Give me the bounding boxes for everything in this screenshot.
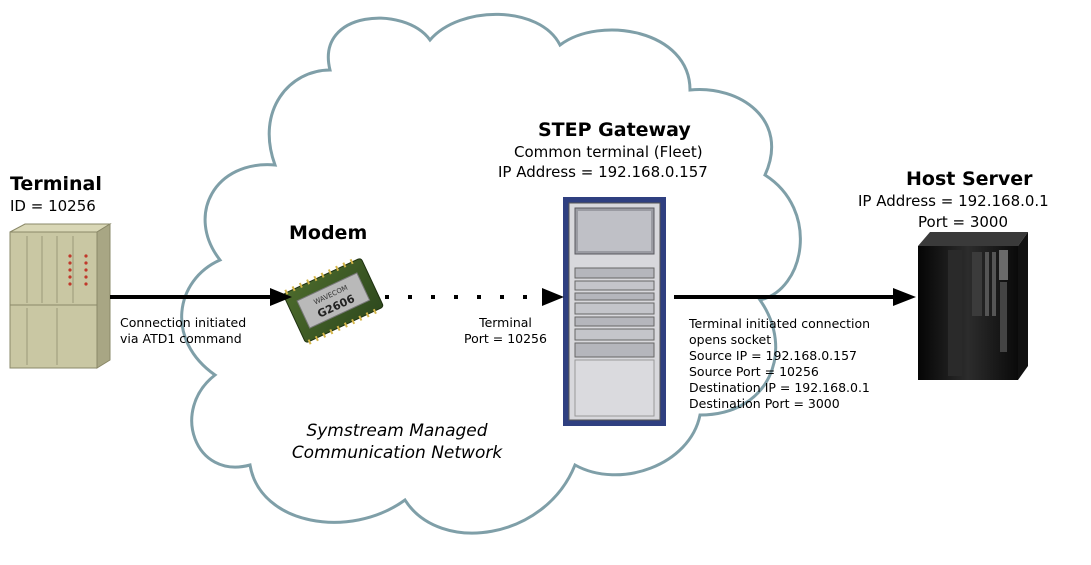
modem-title: Modem [289, 222, 368, 244]
host-port: Port = 3000 [918, 213, 1009, 231]
terminal-title: Terminal [10, 173, 102, 195]
modem-chip-icon: WAVECOM G2606 [283, 258, 384, 345]
host-title: Host Server [906, 168, 1033, 190]
cloud-label: Symstream Managed Communication Network [291, 421, 503, 463]
gateway-ip: IP Address = 192.168.0.157 [498, 163, 708, 181]
conn-gateway-host-label: Terminal initiated connection opens sock… [689, 316, 871, 411]
terminal-id: ID = 10256 [10, 197, 96, 215]
gateway-title: STEP Gateway [538, 119, 691, 141]
arrow-gateway-to-host [674, 288, 916, 306]
gateway-subtitle: Common terminal (Fleet) [514, 143, 703, 161]
arrow-modem-to-gateway [385, 288, 564, 306]
arrow-terminal-to-modem [110, 288, 292, 306]
terminal-device-icon [9, 223, 112, 369]
gateway-rack-icon [563, 197, 666, 426]
conn-modem-gateway-label: Terminal Port = 10256 [464, 315, 547, 346]
host-server-icon [918, 232, 1028, 380]
host-ip: IP Address = 192.168.0.1 [858, 192, 1049, 210]
conn-terminal-modem-label: Connection initiated via ATD1 command [120, 315, 247, 346]
